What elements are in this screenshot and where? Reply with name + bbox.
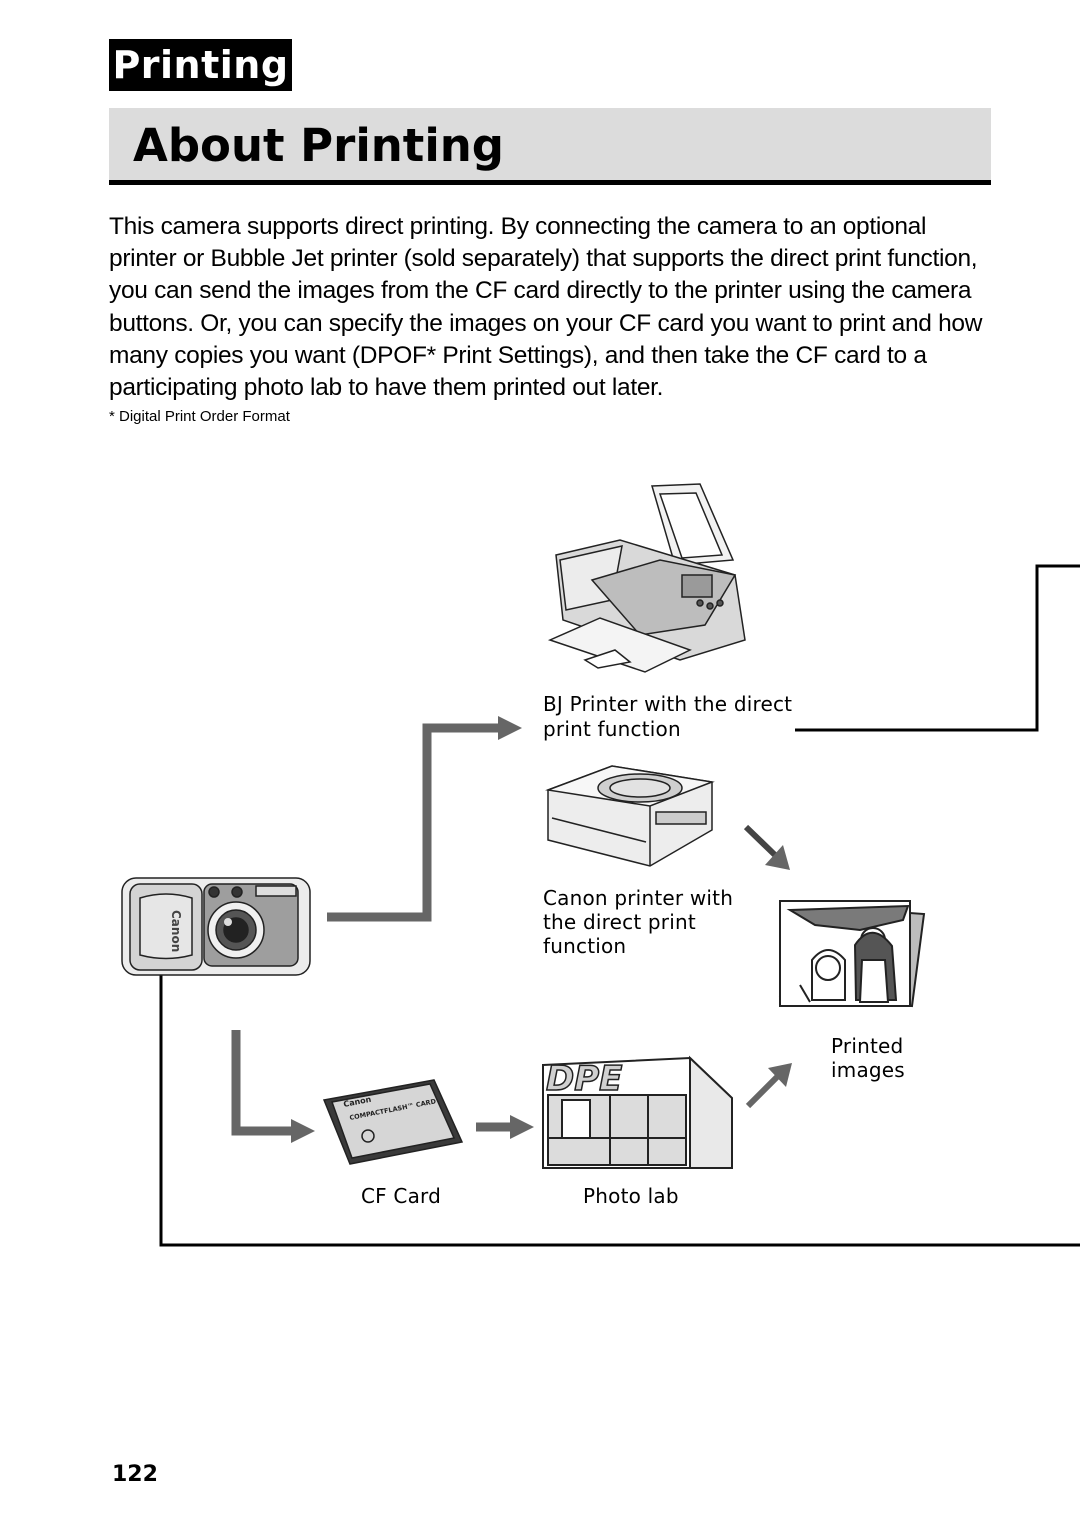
printed-images-label-line-2: images (831, 1058, 905, 1082)
footnote: * Digital Print Order Format (109, 408, 290, 425)
canon-printer-illustration (545, 765, 715, 867)
canon-printer-label-line-2: the direct print (543, 910, 696, 934)
flow-arrows (231, 716, 792, 1143)
photo-lab-sign: DPE (546, 1059, 622, 1099)
printed-images-label-line-1: Printed (831, 1034, 904, 1058)
photo-lab-illustration: DPE (542, 1055, 733, 1169)
camera-brand-logo: Canon (169, 910, 183, 952)
bj-printer-label-line-2: print function (543, 717, 681, 741)
bj-printer-connector-line (795, 564, 1080, 732)
cf-card-illustration: Canon COMPACTFLASH™ CARD (322, 1079, 464, 1165)
canon-printer-label-line-1: Canon printer with (543, 886, 734, 910)
bj-printer-illustration (547, 483, 746, 673)
printed-photo-illustration (778, 900, 926, 1008)
cf-card-to-photo-lab-arrow (476, 1115, 534, 1139)
camera-to-cf-card-arrow (231, 1030, 315, 1143)
camera-illustration: Canon (121, 877, 311, 976)
section-tab: Printing (109, 39, 292, 91)
canon-printer-label-line-3: function (543, 934, 627, 958)
intro-paragraph: This camera supports direct printing. By… (109, 213, 983, 402)
page-title: About Printing (133, 119, 504, 172)
photo-lab-label: Photo lab (583, 1184, 679, 1208)
camera-to-printers-arrow (327, 716, 522, 922)
connector-lines (159, 564, 1080, 1247)
canon-printer-to-photos-arrow (743, 824, 790, 870)
title-bar: About Printing (109, 108, 991, 185)
page-number: 122 (112, 1462, 158, 1487)
cf-card-label: CF Card (361, 1184, 442, 1208)
photo-lab-to-photos-arrow (745, 1063, 792, 1109)
outer-frame-line (159, 975, 1080, 1247)
bj-printer-label-line-1: BJ Printer with the direct (543, 692, 793, 716)
